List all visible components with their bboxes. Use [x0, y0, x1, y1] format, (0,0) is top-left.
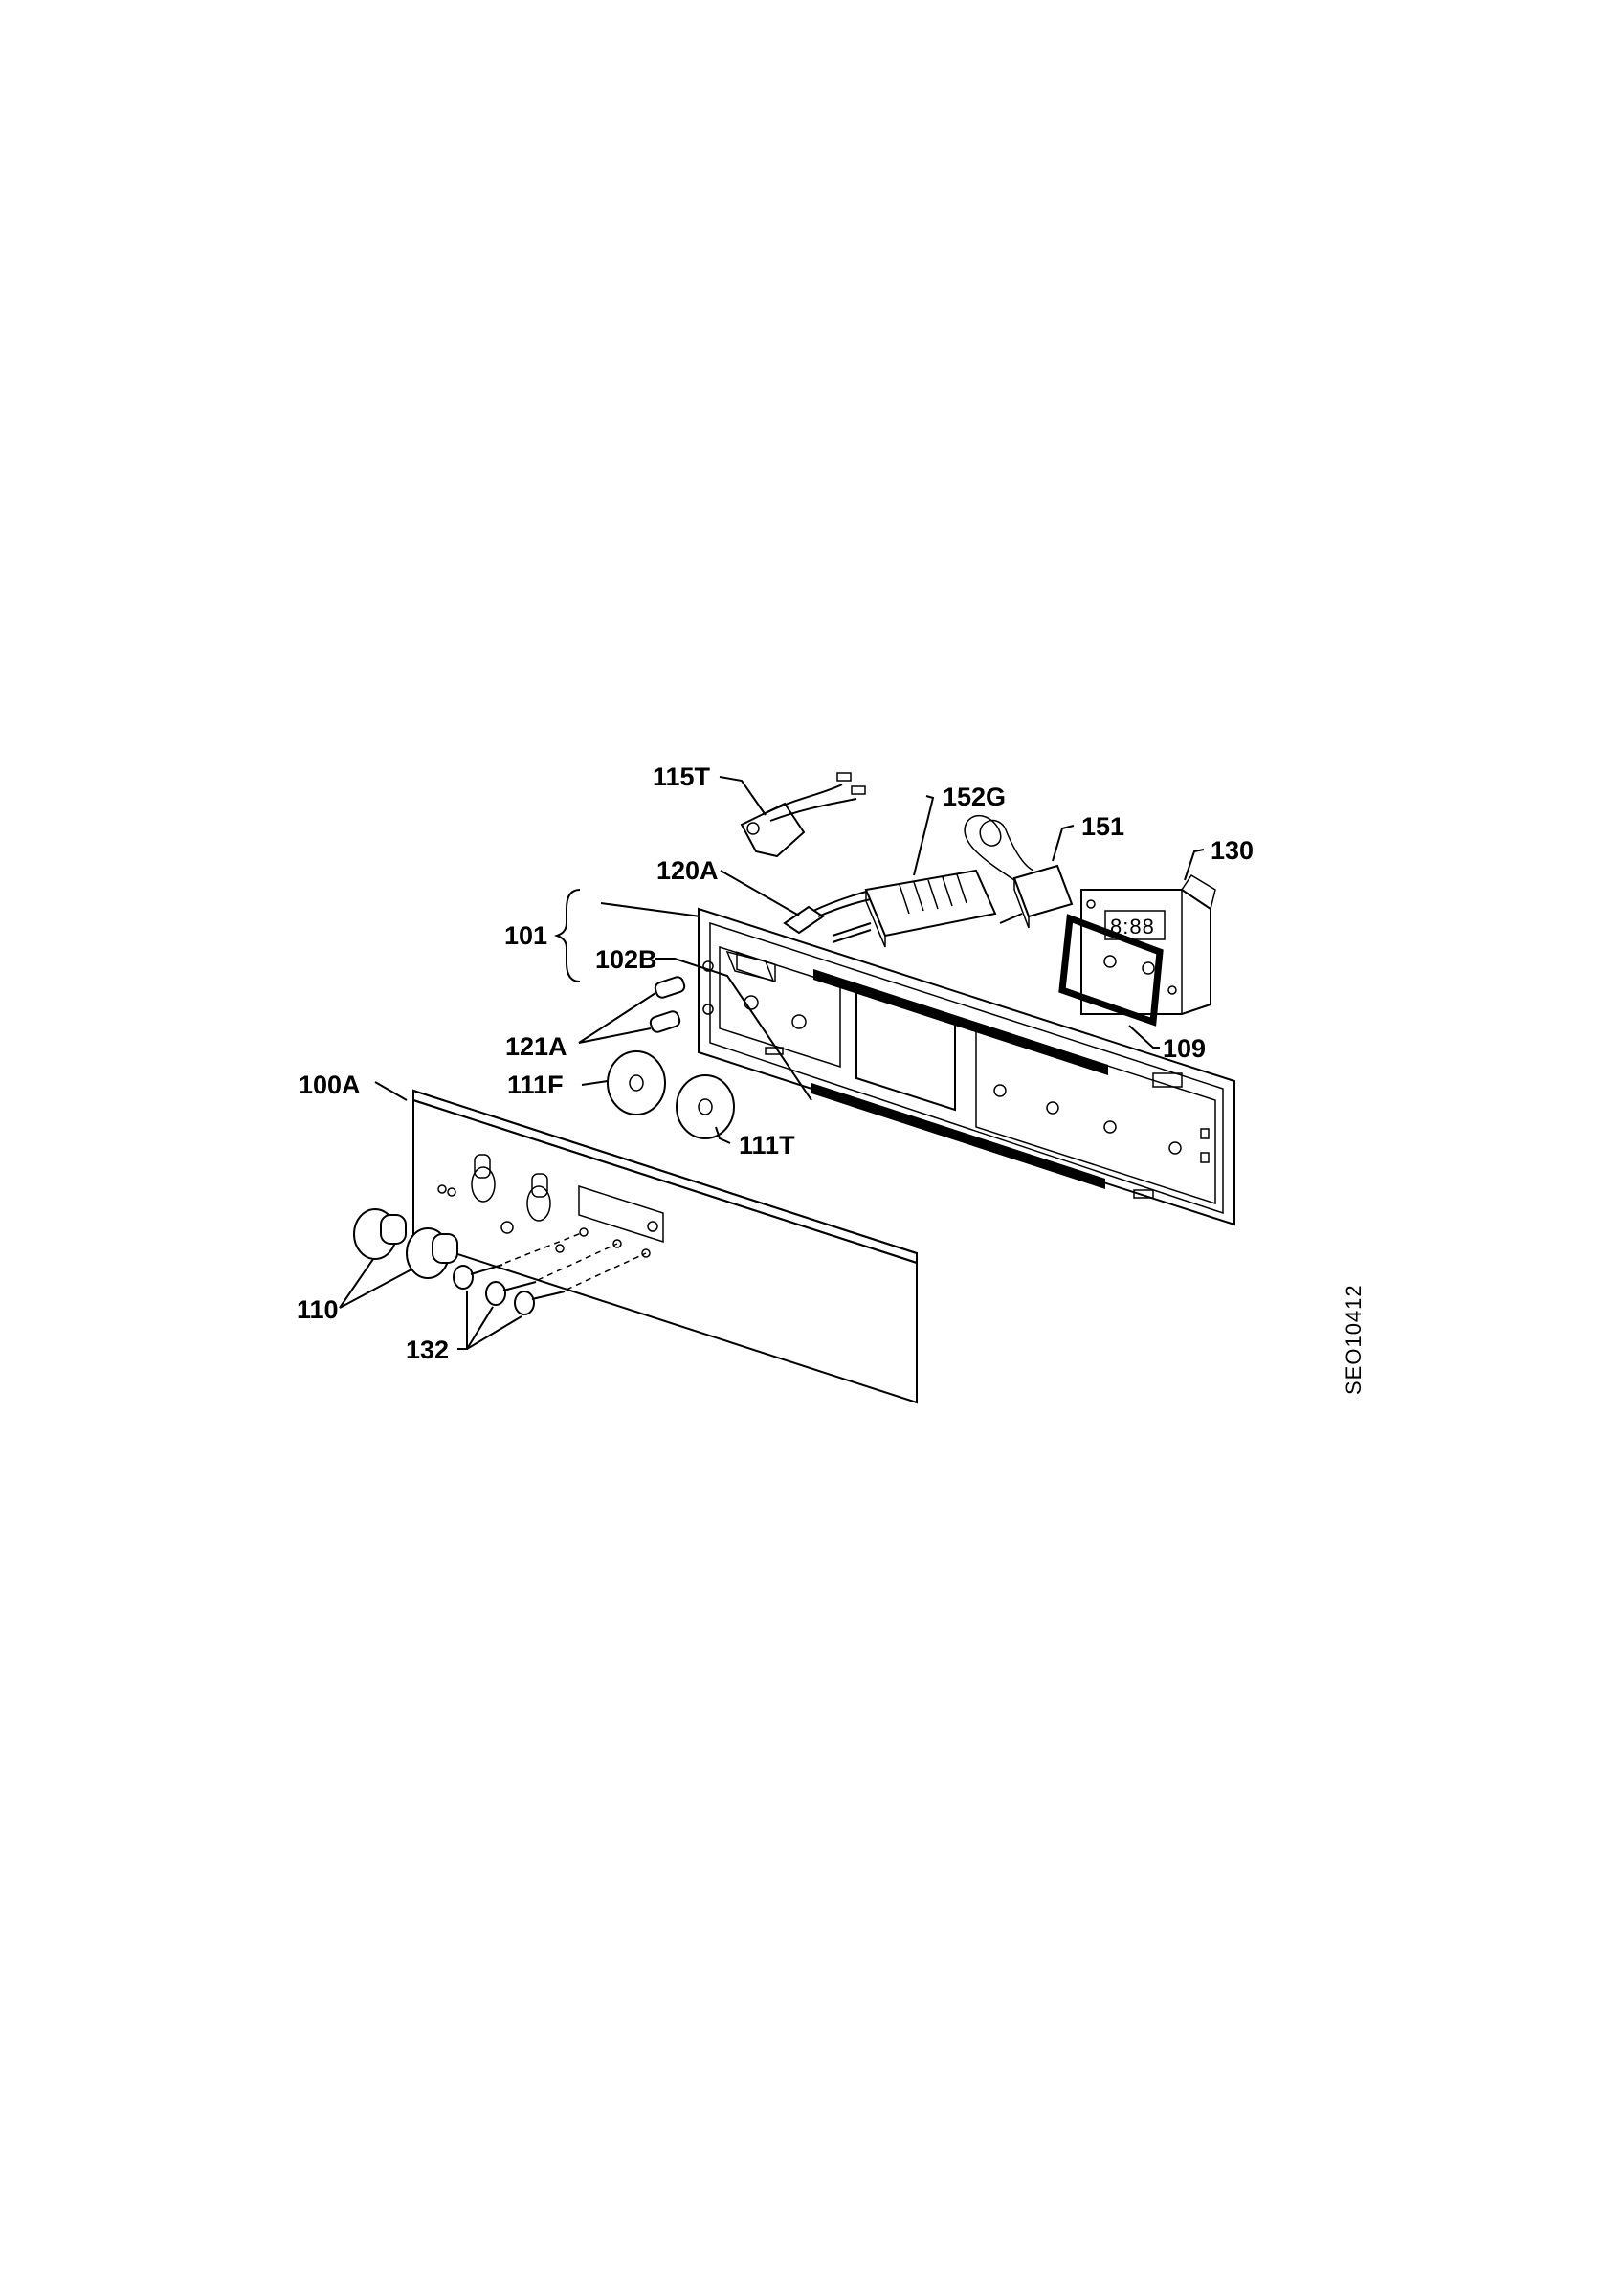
part-110-control-knobs: [353, 1208, 458, 1279]
drawing-code: SEO10412: [1342, 1284, 1366, 1395]
label-151: 151: [1081, 812, 1124, 841]
part-151-thermostat: [964, 814, 1074, 929]
label-101: 101: [504, 921, 547, 950]
part-115T-thermal-cutout: [740, 772, 866, 858]
front-fascia-panel: [412, 1089, 918, 1404]
leader-lines: [339, 776, 1205, 1350]
part-121A-indicator-lamps: [649, 976, 686, 1033]
label-152G: 152G: [943, 783, 1006, 811]
control-panel-frame: [698, 907, 1235, 1226]
label-111T: 111T: [739, 1131, 795, 1159]
label-110: 110: [297, 1295, 339, 1324]
label-132: 132: [406, 1336, 449, 1364]
part-132-push-buttons: [453, 1231, 647, 1315]
label-121A: 121A: [505, 1032, 567, 1061]
part-111F-disc: [607, 1050, 666, 1115]
label-120A: 120A: [656, 856, 719, 885]
label-109: 109: [1163, 1034, 1206, 1063]
part-labels: 115T 152G 151 130 120A 101 102B 121A 109…: [297, 762, 1254, 1364]
part-111T-disc: [676, 1074, 735, 1139]
label-100A: 100A: [299, 1071, 361, 1099]
label-102B: 102B: [595, 945, 657, 974]
label-130: 130: [1211, 836, 1254, 865]
label-115T: 115T: [653, 762, 711, 791]
label-111F: 111F: [507, 1071, 564, 1099]
part-102B-holder: [725, 950, 775, 982]
part-109-gasket: [1058, 914, 1164, 1027]
part-152G-selector-switch: [832, 869, 997, 948]
